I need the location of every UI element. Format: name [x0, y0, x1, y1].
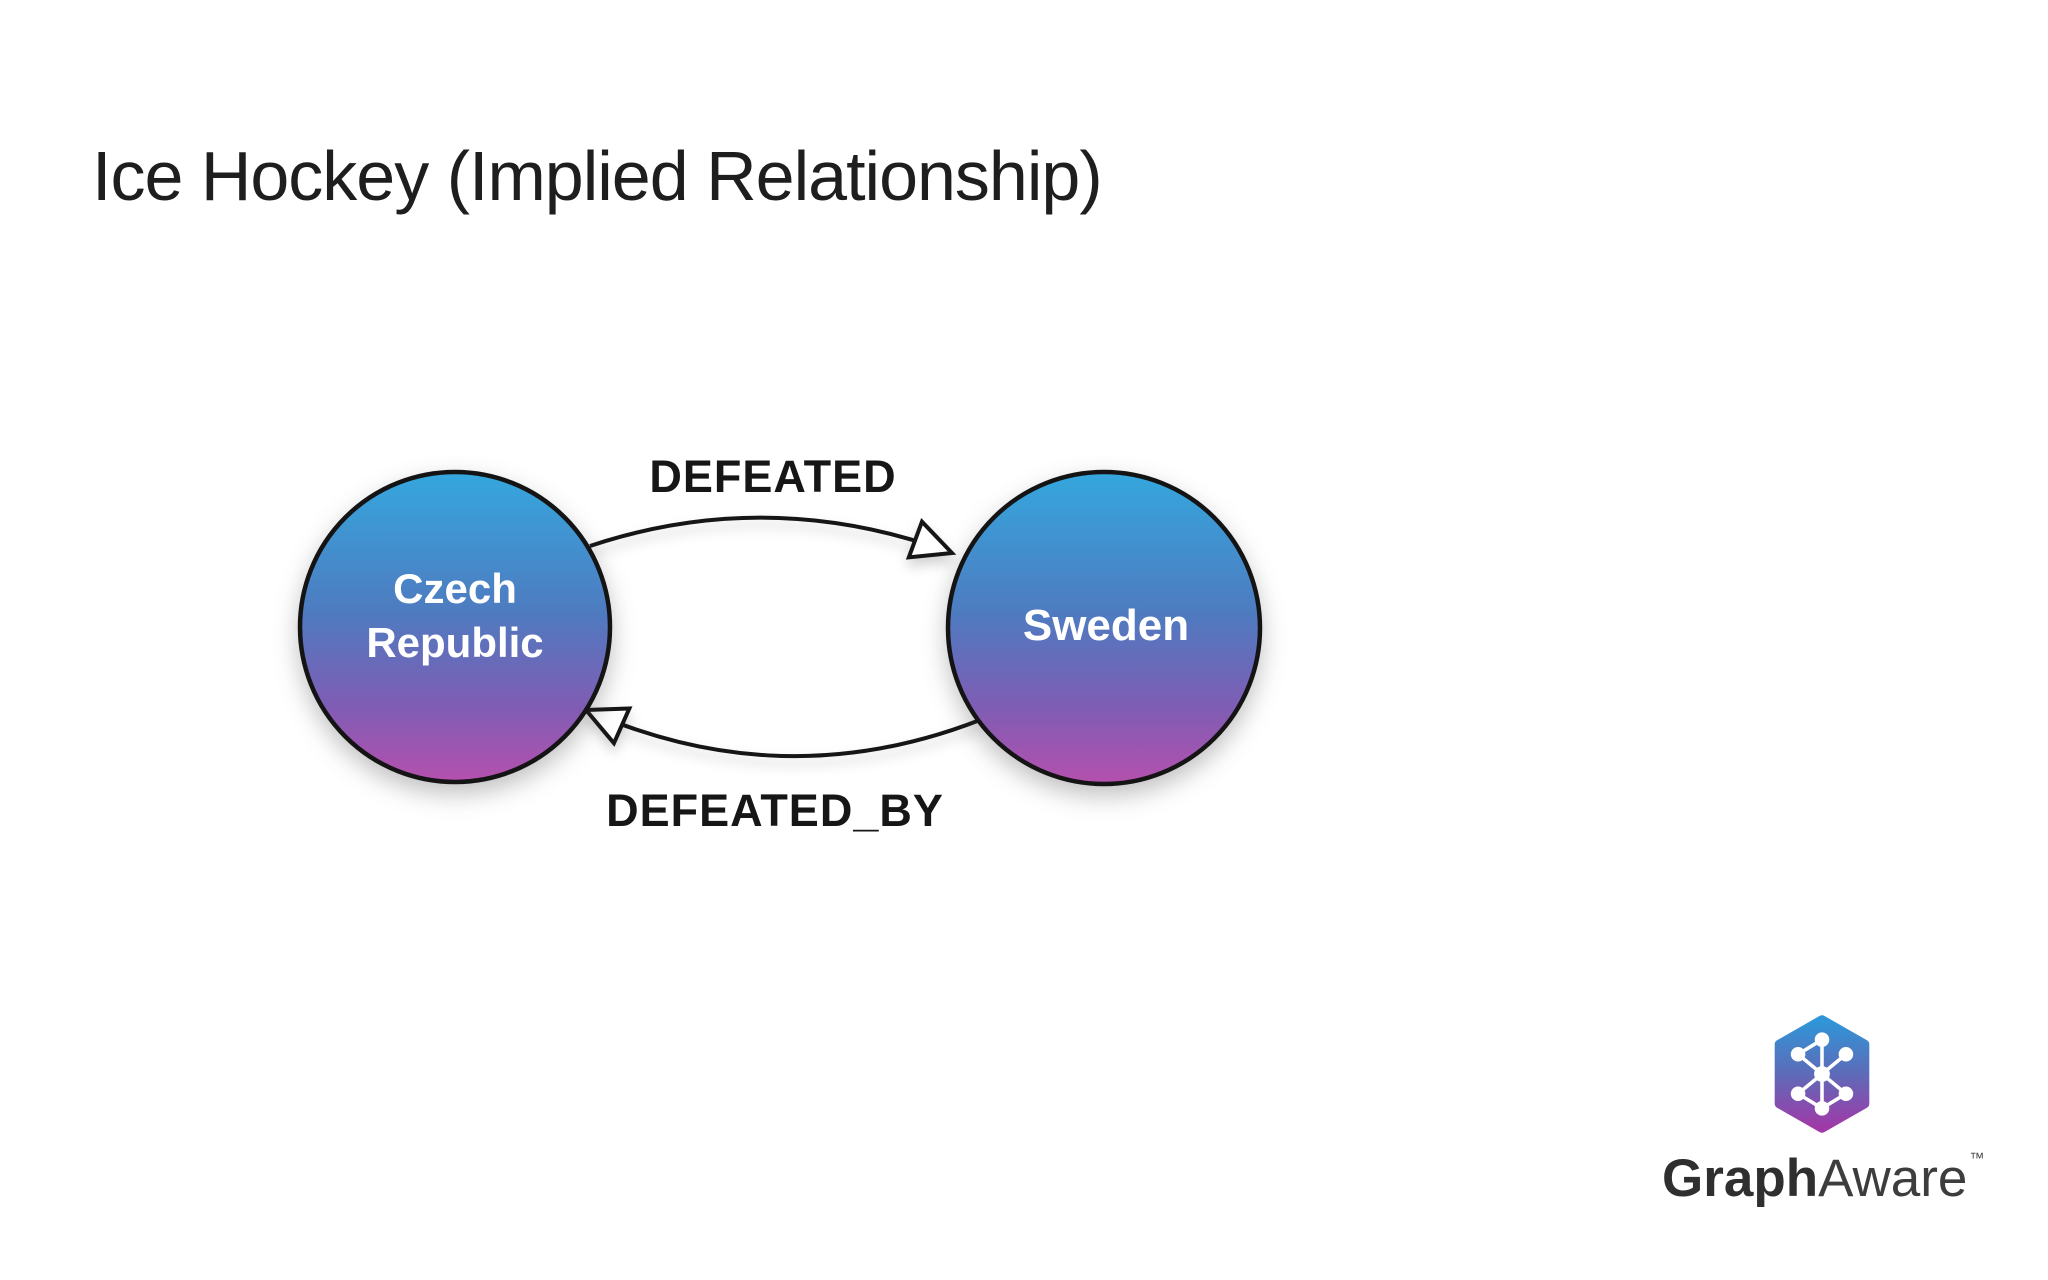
defeated-by-label: DEFEATED_BY	[606, 785, 944, 836]
node-czech-label-line1: Czech	[393, 565, 517, 612]
trademark-symbol: ™	[1969, 1150, 1985, 1168]
node-czech-republic	[297, 469, 613, 785]
brand-name-graph: Graph	[1662, 1149, 1819, 1208]
defeated-arrow	[589, 515, 957, 560]
graph-nodes	[297, 469, 1263, 787]
node-czech-label-line2: Republic	[366, 619, 543, 666]
defeated-by-arrow	[581, 706, 981, 759]
graphaware-hexagon-icon	[1774, 1015, 1870, 1133]
graph-network-icon	[1790, 1032, 1854, 1116]
node-sweden-label: Sweden	[1023, 601, 1189, 650]
relationship-arrows	[581, 515, 981, 759]
page-title: Ice Hockey (Implied Relationship)	[92, 137, 1103, 215]
node-sweden	[945, 469, 1263, 787]
defeated-label: DEFEATED	[649, 451, 896, 502]
brand-name-aware: Aware	[1818, 1149, 1968, 1208]
